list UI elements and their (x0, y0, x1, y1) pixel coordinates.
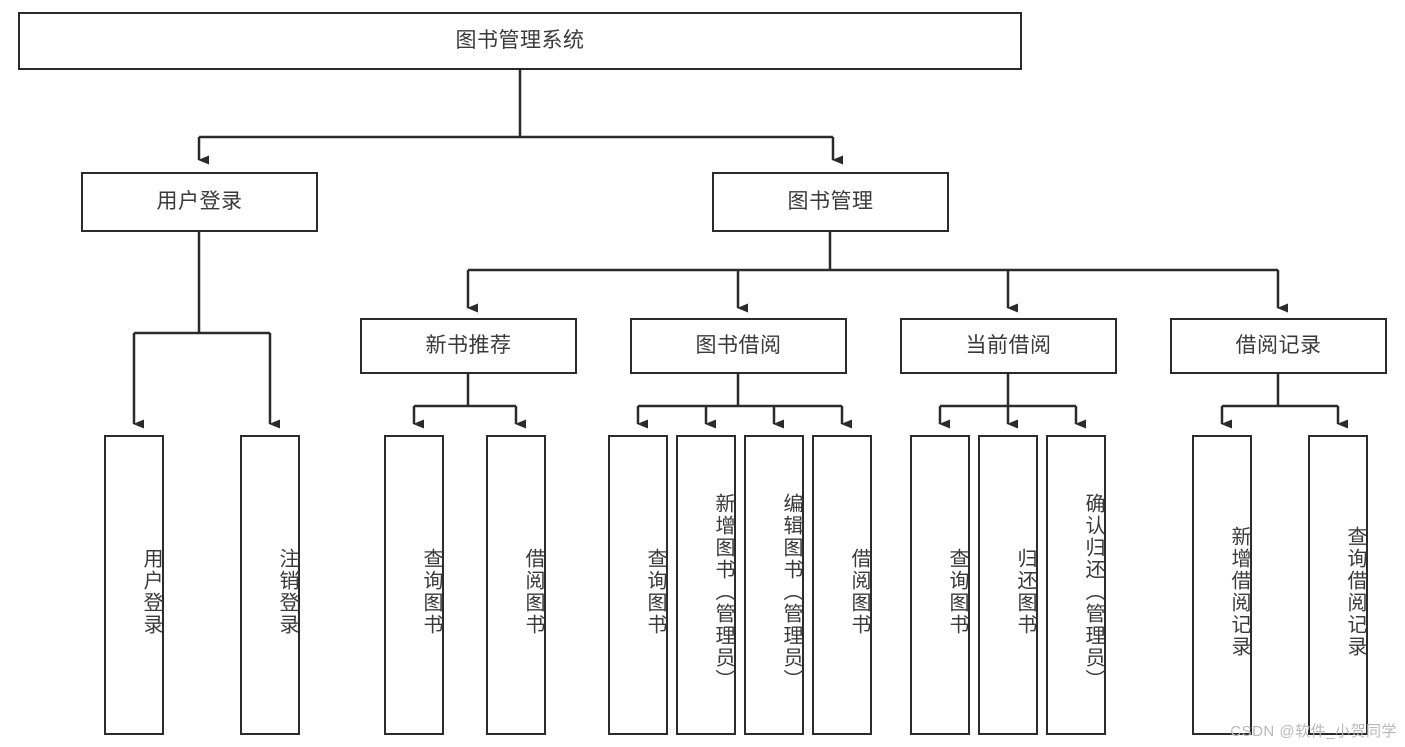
node-leaf-borrow-book-2-label: 借阅图书 (848, 548, 870, 636)
node-leaf-logout-label: 注销登录 (276, 548, 298, 636)
node-leaf-add-book-label: 新增图书（管理员） (712, 493, 734, 691)
csdn-watermark: CSDN @软件_小贺同学 (1230, 723, 1397, 740)
node-book-manage[interactable]: 图书管理 (712, 172, 949, 232)
node-book-manage-label: 图书管理 (787, 189, 874, 213)
node-leaf-edit-book-label: 编辑图书（管理员） (780, 493, 802, 691)
node-root-label: 图书管理系统 (455, 28, 585, 52)
node-leaf-add-record-label: 新增借阅记录 (1228, 526, 1250, 658)
node-leaf-query-book-3[interactable]: 查询图书 (910, 435, 970, 735)
node-borrow-record[interactable]: 借阅记录 (1170, 318, 1387, 374)
node-user-login[interactable]: 用户登录 (81, 172, 318, 232)
node-leaf-query-book-2-label: 查询图书 (644, 548, 666, 636)
node-borrow-record-label: 借阅记录 (1235, 333, 1322, 357)
node-book-borrow-label: 图书借阅 (695, 333, 782, 357)
node-current-borrow-label: 当前借阅 (965, 333, 1052, 357)
node-current-borrow[interactable]: 当前借阅 (900, 318, 1117, 374)
node-leaf-confirm-return[interactable]: 确认归还（管理员） (1046, 435, 1106, 735)
node-leaf-query-book-1-label: 查询图书 (420, 548, 442, 636)
node-book-borrow[interactable]: 图书借阅 (630, 318, 847, 374)
node-leaf-borrow-book-1-label: 借阅图书 (522, 548, 544, 636)
node-leaf-logout[interactable]: 注销登录 (240, 435, 300, 735)
node-user-login-label: 用户登录 (156, 189, 243, 213)
node-leaf-query-record-label: 查询借阅记录 (1344, 526, 1366, 658)
node-leaf-user-login[interactable]: 用户登录 (104, 435, 164, 735)
node-leaf-query-book-1[interactable]: 查询图书 (384, 435, 444, 735)
node-leaf-return-book[interactable]: 归还图书 (978, 435, 1038, 735)
node-leaf-query-book-3-label: 查询图书 (946, 548, 968, 636)
node-root[interactable]: 图书管理系统 (18, 12, 1022, 70)
node-leaf-borrow-book-1[interactable]: 借阅图书 (486, 435, 546, 735)
node-leaf-confirm-return-label: 确认归还（管理员） (1082, 493, 1104, 691)
node-leaf-return-book-label: 归还图书 (1014, 548, 1036, 636)
node-leaf-query-record[interactable]: 查询借阅记录 (1308, 435, 1368, 735)
node-leaf-borrow-book-2[interactable]: 借阅图书 (812, 435, 872, 735)
node-leaf-add-book[interactable]: 新增图书（管理员） (676, 435, 736, 735)
node-leaf-edit-book[interactable]: 编辑图书（管理员） (744, 435, 804, 735)
node-leaf-user-login-label: 用户登录 (140, 548, 162, 636)
node-leaf-add-record[interactable]: 新增借阅记录 (1192, 435, 1252, 735)
node-leaf-query-book-2[interactable]: 查询图书 (608, 435, 668, 735)
node-new-book-rec[interactable]: 新书推荐 (360, 318, 577, 374)
node-new-book-rec-label: 新书推荐 (425, 333, 512, 357)
